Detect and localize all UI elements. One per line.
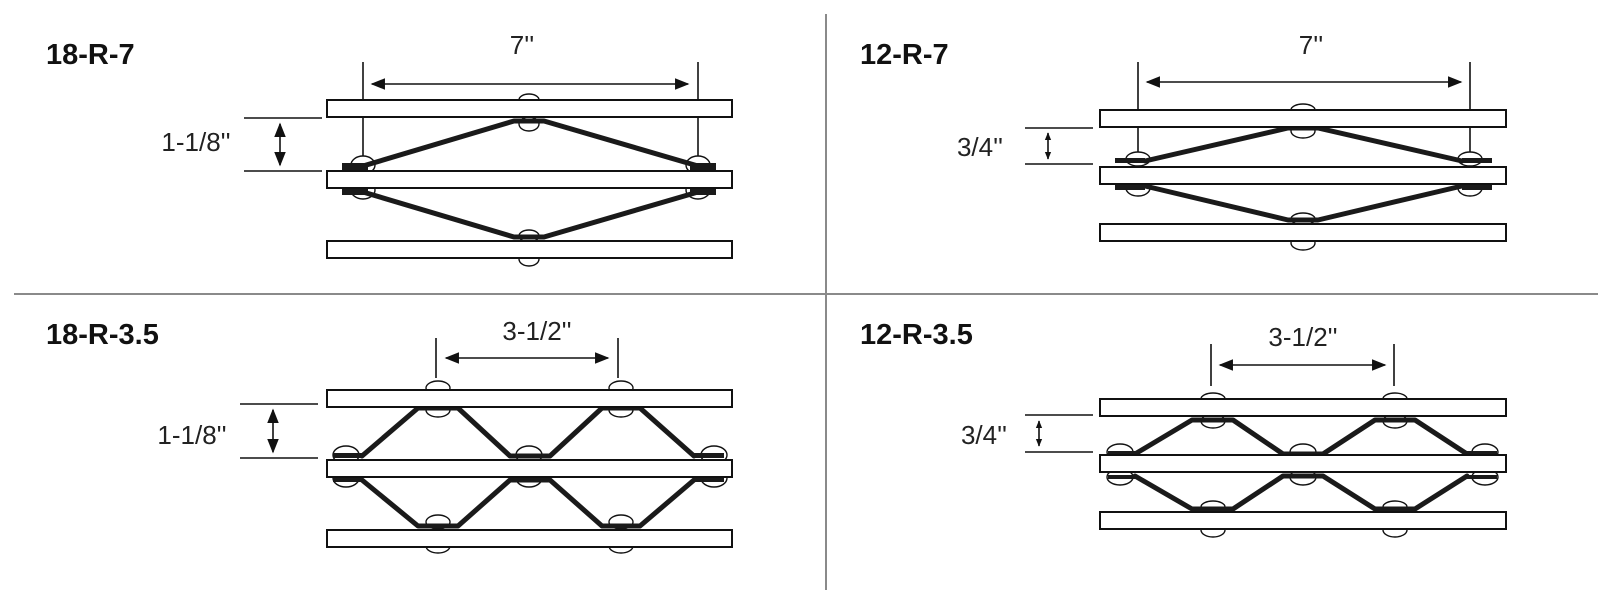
panel-title: 18-R-3.5 (46, 319, 159, 351)
panel-12-R-7: 12-R-7 7'' 3/4'' (860, 30, 1507, 251)
bottom-rod (326, 240, 733, 259)
top-rod (1099, 109, 1507, 128)
top-rod (326, 99, 733, 118)
panel-12-R-3.5: 12-R-3.5 3-1/2'' 3/4'' (860, 319, 1507, 538)
height-label: 3/4'' (957, 132, 1003, 162)
top-rod (326, 389, 733, 408)
top-rod (1099, 398, 1507, 417)
height-label: 3/4'' (961, 420, 1007, 450)
spacing-label: 7'' (510, 30, 534, 60)
middle-rod (1099, 454, 1507, 473)
panel-title: 12-R-7 (860, 39, 949, 71)
panel-title: 18-R-7 (46, 39, 135, 71)
middle-rod (326, 170, 733, 189)
panel-title: 12-R-3.5 (860, 319, 973, 351)
spacing-label: 3-1/2'' (1268, 322, 1337, 352)
middle-rod (1099, 166, 1507, 185)
spacing-label: 7'' (1299, 30, 1323, 60)
bottom-rod (1099, 511, 1507, 530)
bottom-rod (1099, 223, 1507, 242)
height-label: 1-1/8'' (161, 127, 230, 157)
middle-rod (326, 459, 733, 478)
bottom-rod (326, 529, 733, 548)
panel-18-R-3.5: 18-R-3.5 3-1/2'' 1-1/8'' (46, 316, 733, 554)
panel-18-R-7: 18-R-7 7'' 1-1/8'' (46, 30, 733, 267)
spacing-label: 3-1/2'' (502, 316, 571, 346)
height-label: 1-1/8'' (157, 420, 226, 450)
